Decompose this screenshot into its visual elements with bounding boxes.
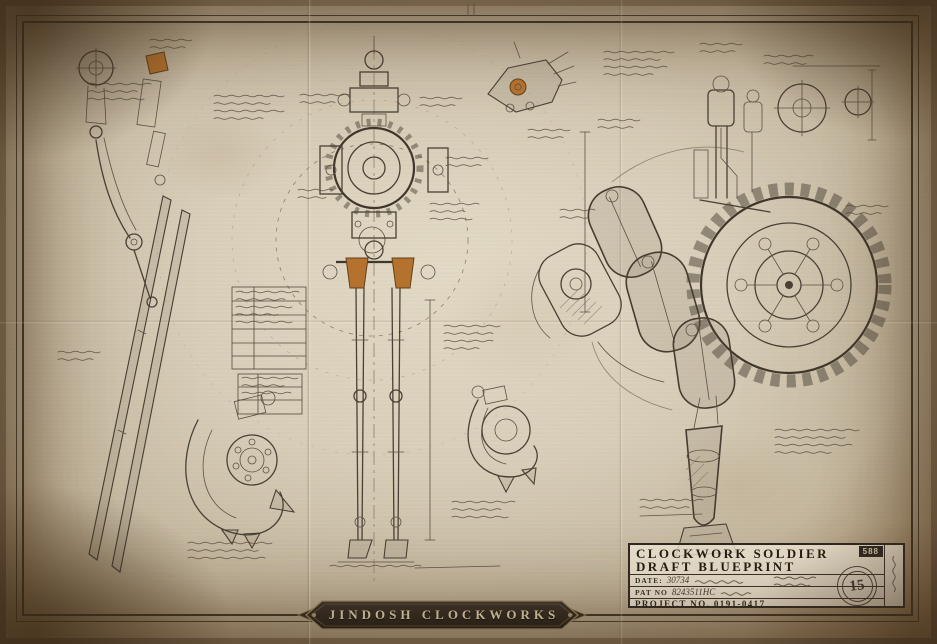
date-value: 30734 [666, 575, 690, 585]
torso-gear-assembly-sketch [531, 75, 892, 557]
pat-handwriting-squiggle [720, 591, 752, 596]
blueprint-title-line2: DRAFT BLUEPRINT [636, 559, 796, 574]
jindosh-banner: JINDOSH CLOCKWORKS [296, 598, 588, 632]
claw-mechanism-sketch [185, 390, 296, 550]
date-row: DATE: 30734 [630, 574, 885, 586]
banner-shape [296, 600, 588, 630]
project-row: PROJECT NO. 0191-0417 [630, 598, 885, 609]
side-strip [884, 545, 903, 606]
title-block-header: CLOCKWORK SOLDIER DRAFT BLUEPRINT [630, 545, 903, 573]
detail-circles-sketch [773, 65, 881, 141]
handwritten-annotations [57, 38, 889, 568]
construction-lines [156, 3, 591, 584]
pat-row: PAT NO 8243511HC [630, 586, 885, 598]
pat-value: 8243511HC [671, 587, 716, 597]
title-block-rows: DATE: 30734 PAT NO 8243511HC PROJECT NO.… [630, 574, 885, 609]
head-detail-sketch [487, 41, 577, 113]
project-number: PROJECT NO. 0191-0417 [635, 599, 766, 609]
strip-squiggle [892, 555, 896, 592]
soldier-front-view-sketch [319, 35, 449, 563]
note-squiggle [773, 576, 817, 579]
blueprint-title-line1: CLOCKWORK SOLDIER [636, 546, 829, 561]
title-block: CLOCKWORK SOLDIER DRAFT BLUEPRINT DATE: … [628, 543, 905, 609]
foot-mechanism-sketch [467, 385, 538, 494]
date-side-note [773, 575, 823, 587]
corner-badge: 588 [858, 546, 883, 557]
banner-text: JINDOSH CLOCKWORKS [328, 607, 560, 622]
note-squiggle [773, 583, 811, 586]
date-label: DATE: [635, 576, 663, 585]
leader-lines [414, 513, 703, 569]
pat-label: PAT NO [635, 588, 668, 597]
date-handwriting-squiggle [694, 579, 744, 584]
arm-blade-sketch [75, 47, 191, 573]
